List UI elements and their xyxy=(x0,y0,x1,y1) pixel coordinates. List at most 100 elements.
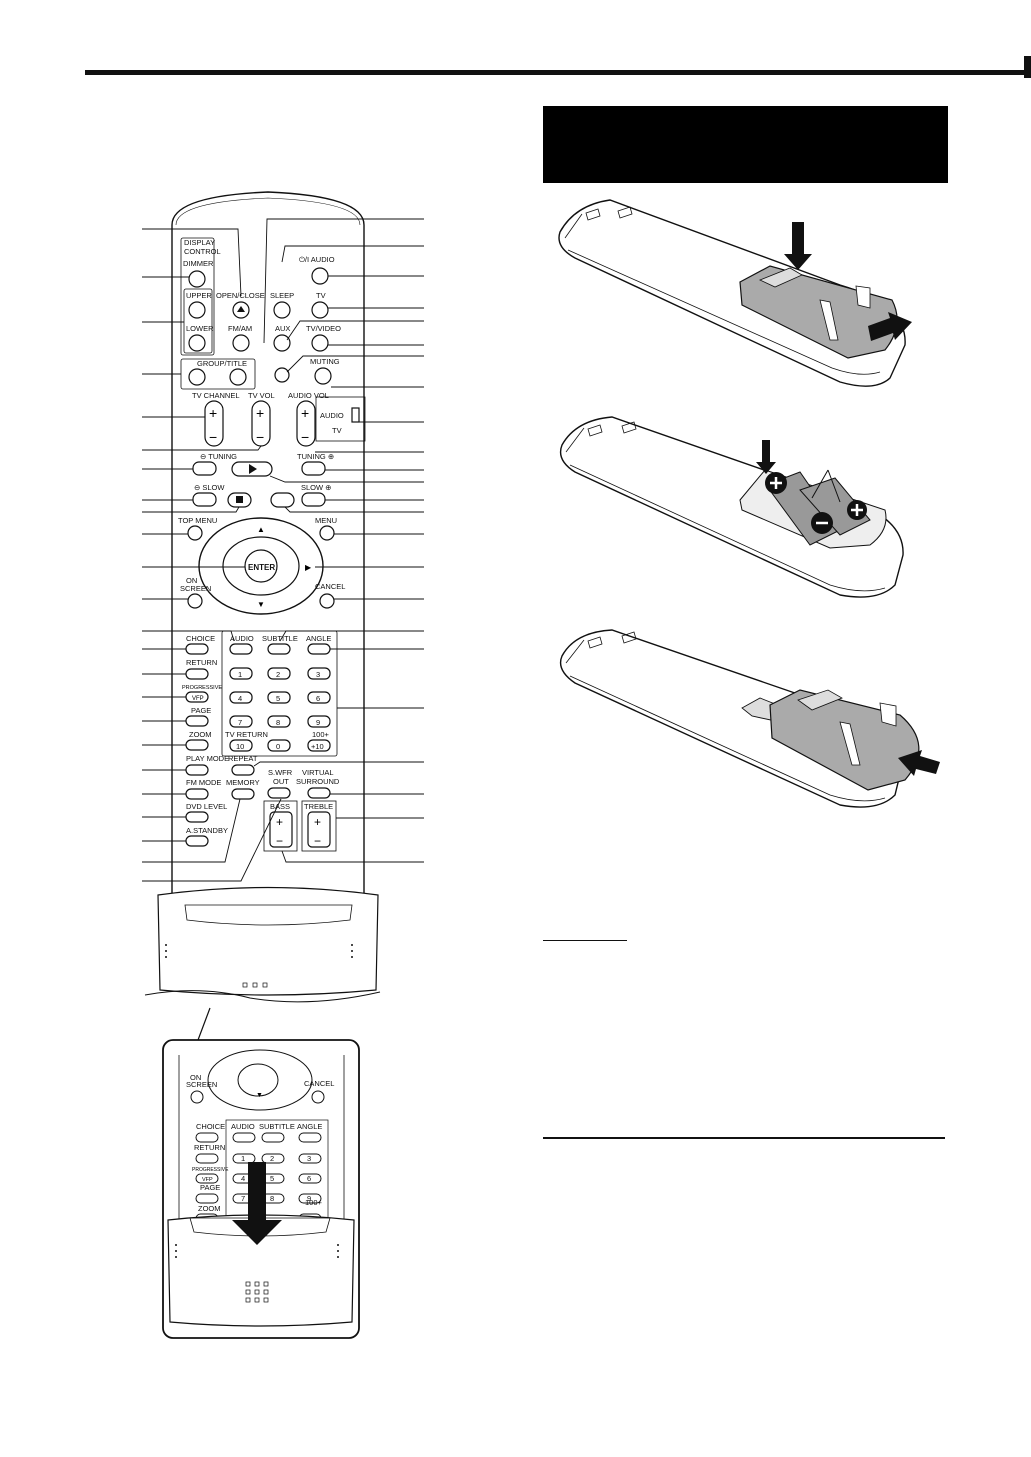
s-wfr-out-button[interactable] xyxy=(267,787,291,799)
menu-button[interactable] xyxy=(319,525,335,541)
a-standby-label: A.STANDBY xyxy=(186,826,228,835)
zoom-label: ZOOM xyxy=(189,730,212,739)
upper-button[interactable] xyxy=(188,301,206,319)
tv-power-button[interactable] xyxy=(311,301,329,319)
tuning-plus-button[interactable] xyxy=(301,461,326,476)
aux-button[interactable] xyxy=(273,334,291,352)
subtitle-label: SUBTITLE xyxy=(262,634,298,643)
key-5: 5 xyxy=(276,694,280,703)
eject-icon xyxy=(237,306,245,312)
fm-mode-label: FM MODE xyxy=(186,778,221,787)
zoom-button[interactable] xyxy=(185,739,209,751)
tv-channel-rocker[interactable] xyxy=(204,400,224,447)
audio-power-button[interactable] xyxy=(311,267,329,285)
key-1: 1 xyxy=(238,670,242,679)
memory-label: MEMORY xyxy=(226,778,260,787)
upper-label: UPPER xyxy=(186,291,212,300)
direction-pad[interactable] xyxy=(198,517,324,615)
tv-power-label: TV xyxy=(316,291,326,300)
on-screen-button[interactable] xyxy=(187,593,203,609)
audio-vol-rocker[interactable] xyxy=(296,400,316,447)
return-button[interactable] xyxy=(185,668,209,680)
group-title-next-button[interactable] xyxy=(229,368,247,386)
stop-icon xyxy=(236,496,243,503)
pause-button[interactable] xyxy=(270,492,295,508)
dimmer-button[interactable] xyxy=(188,270,206,288)
svg-text:+: + xyxy=(276,815,283,829)
audio-button[interactable] xyxy=(229,643,253,655)
page-button[interactable] xyxy=(185,715,209,727)
repeat-label: REPEAT xyxy=(228,754,258,763)
key-0: 0 xyxy=(276,742,280,751)
tv-video-button[interactable] xyxy=(311,334,329,352)
svg-text:+: + xyxy=(209,405,217,421)
inset-zoom-label: ZOOM xyxy=(198,1204,221,1213)
top-menu-button[interactable] xyxy=(187,525,203,541)
screen-label: SCREEN xyxy=(180,584,211,593)
preset-button[interactable] xyxy=(274,367,290,383)
stop-button[interactable] xyxy=(227,492,252,508)
treble-rocker[interactable] xyxy=(307,811,331,848)
a-standby-button[interactable] xyxy=(185,835,209,847)
battery-step-3-illustration xyxy=(559,629,940,808)
inset-return-label: RETURN xyxy=(194,1143,225,1152)
sleep-label: SLEEP xyxy=(270,291,294,300)
bass-label: BASS xyxy=(270,802,290,811)
inset-cancel-label: CANCEL xyxy=(304,1079,334,1088)
subtitle-button[interactable] xyxy=(267,643,291,655)
play-mode-button[interactable] xyxy=(185,764,209,776)
inset-subtitle-label: SUBTITLE xyxy=(259,1122,295,1131)
tuning-plus-label: TUNING ⊕ xyxy=(297,452,334,461)
section-divider xyxy=(543,1137,945,1139)
inset-progressive-label: PROGRESSIVE xyxy=(192,1167,229,1173)
key-plus-10: +10 xyxy=(311,742,324,751)
aux-label: AUX xyxy=(275,324,290,333)
enter-button[interactable] xyxy=(244,549,278,583)
sleep-button[interactable] xyxy=(273,301,291,319)
slow-plus-button[interactable] xyxy=(301,492,326,507)
tv-video-label: TV/VIDEO xyxy=(306,324,341,333)
fm-am-button[interactable] xyxy=(232,334,250,352)
svg-text:−: − xyxy=(301,429,309,445)
on-label: ON xyxy=(186,576,197,585)
fm-mode-button[interactable] xyxy=(185,788,209,800)
cancel-button[interactable] xyxy=(319,593,335,609)
muting-button[interactable] xyxy=(314,367,332,385)
slow-minus-label: ⊖ SLOW xyxy=(194,483,225,492)
header-rule xyxy=(85,70,1031,75)
vfp-label: VFP xyxy=(192,696,204,702)
tuning-minus-button[interactable] xyxy=(192,461,217,476)
header-rule-tab xyxy=(1024,56,1031,78)
audio-vol-label: AUDIO VOL xyxy=(288,391,329,400)
angle-button[interactable] xyxy=(307,643,331,655)
display-label: DISPLAY xyxy=(184,238,215,247)
key-7: 7 xyxy=(238,718,242,727)
tv-channel-label: TV CHANNEL xyxy=(192,391,240,400)
bass-rocker[interactable] xyxy=(269,811,293,848)
open-close-button[interactable] xyxy=(232,301,250,319)
svg-text:+: + xyxy=(301,405,309,421)
group-title-prev-button[interactable] xyxy=(188,368,206,386)
open-close-label: OPEN/CLOSE xyxy=(216,291,265,300)
play-button[interactable] xyxy=(231,461,273,477)
audio-tv-switch[interactable] xyxy=(351,407,360,423)
slow-minus-button[interactable] xyxy=(192,492,217,507)
treble-label: TREBLE xyxy=(304,802,333,811)
svg-text:−: − xyxy=(276,834,283,848)
key-2: 2 xyxy=(276,670,280,679)
svg-text:−: − xyxy=(209,429,217,445)
virtual-surround-button[interactable] xyxy=(307,787,331,799)
group-title-label: GROUP/TITLE xyxy=(197,359,247,368)
svg-text:−: − xyxy=(256,429,264,445)
inset-key-9: 9 xyxy=(307,1194,311,1203)
dvd-level-button[interactable] xyxy=(185,811,209,823)
fm-am-label: FM/AM xyxy=(228,324,252,333)
lower-button[interactable] xyxy=(188,334,206,352)
numeric-keypad[interactable] xyxy=(229,667,331,752)
choice-button[interactable] xyxy=(185,643,209,655)
svg-text:▼: ▼ xyxy=(256,1092,263,1099)
memory-button[interactable] xyxy=(231,788,255,800)
press-down-arrow-icon xyxy=(784,222,812,270)
repeat-button[interactable] xyxy=(231,764,255,776)
cancel-label: CANCEL xyxy=(315,582,345,591)
